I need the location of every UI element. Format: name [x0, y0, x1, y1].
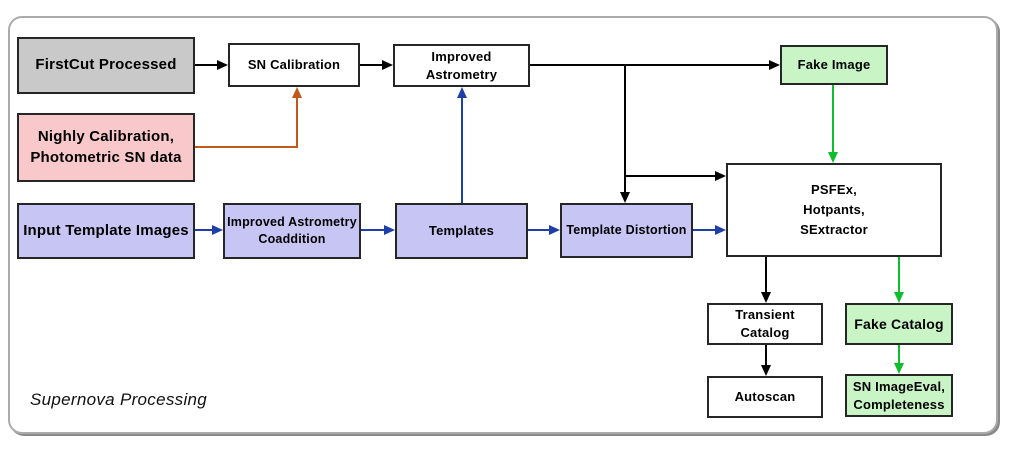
- arrow-psfex-to-fakecatalog-line: [898, 257, 900, 293]
- arrow-astrometry-to-fakeimage-line: [530, 64, 770, 66]
- node-transient-catalog: Transient Catalog: [707, 303, 823, 345]
- arrow-fakeimage-to-psfex-head: [828, 152, 838, 163]
- node-firstcut-processed: FirstCut Processed: [17, 37, 195, 94]
- arrow-coaddition-to-templates-head: [384, 225, 395, 235]
- node-templates: Templates: [395, 203, 528, 259]
- arrow-junction-to-psfex-head: [715, 171, 726, 181]
- arrow-templates-to-distortion-line: [528, 229, 550, 231]
- arrow-sncal-to-astrometry-line: [360, 64, 383, 66]
- arrow-psfex-to-transient-line: [765, 257, 767, 293]
- arrow-astrometry-to-fakeimage-head: [769, 60, 780, 70]
- arrow-fakeimage-to-psfex-line: [832, 85, 834, 153]
- diagram-caption: Supernova Processing: [30, 390, 208, 409]
- arrow-junction-down-line: [624, 64, 626, 193]
- arrow-distortion-to-psfex-head: [715, 225, 726, 235]
- node-autoscan: Autoscan: [707, 376, 823, 418]
- arrow-templates-to-astrometry-line: [461, 97, 463, 203]
- arrow-junction-to-psfex-line: [624, 175, 716, 177]
- arrow-firstcut-to-sncal-line: [195, 64, 219, 66]
- node-fake-catalog: Fake Catalog: [845, 303, 953, 345]
- node-sn-calibration: SN Calibration: [228, 43, 360, 87]
- node-improved-astrometry-coaddition: Improved Astrometry Coaddition: [223, 203, 361, 259]
- node-input-template-images: Input Template Images: [17, 203, 195, 259]
- arrow-fakecatalog-to-imageeval-head: [894, 363, 904, 374]
- arrow-inputtemplates-to-coaddition-head: [212, 225, 223, 235]
- arrow-firstcut-to-sncal-head: [217, 60, 228, 70]
- arrow-nightly-to-sncal-hline: [195, 146, 298, 148]
- arrow-sncal-to-astrometry-head: [382, 60, 393, 70]
- arrow-transient-to-autoscan-head: [761, 365, 771, 376]
- node-template-distortion: Template Distortion: [560, 203, 693, 258]
- arrow-nightly-to-sncal-head: [292, 87, 302, 98]
- arrow-templates-to-astrometry-head: [457, 87, 467, 98]
- node-psfex-hotpants-sextractor: PSFEx, Hotpants, SExtractor: [726, 163, 942, 257]
- arrow-fakecatalog-to-imageeval-line: [898, 345, 900, 364]
- node-sn-imageeval-completeness: SN ImageEval, Completeness: [845, 374, 953, 417]
- arrow-psfex-to-fakecatalog-head: [894, 292, 904, 303]
- node-nightly-calibration: Nighly Calibration, Photometric SN data: [17, 113, 195, 182]
- arrow-psfex-to-transient-head: [761, 292, 771, 303]
- node-improved-astrometry: Improved Astrometry: [393, 44, 530, 87]
- node-fake-image: Fake Image: [780, 45, 888, 85]
- arrow-coaddition-to-templates-line: [361, 229, 385, 231]
- arrow-transient-to-autoscan-line: [765, 345, 767, 366]
- arrow-inputtemplates-to-coaddition-line: [195, 229, 213, 231]
- arrow-templates-to-distortion-head: [549, 225, 560, 235]
- arrow-junction-to-distortion-head: [620, 192, 630, 203]
- arrow-distortion-to-psfex-line: [693, 229, 716, 231]
- arrow-nightly-to-sncal-vline: [296, 97, 298, 148]
